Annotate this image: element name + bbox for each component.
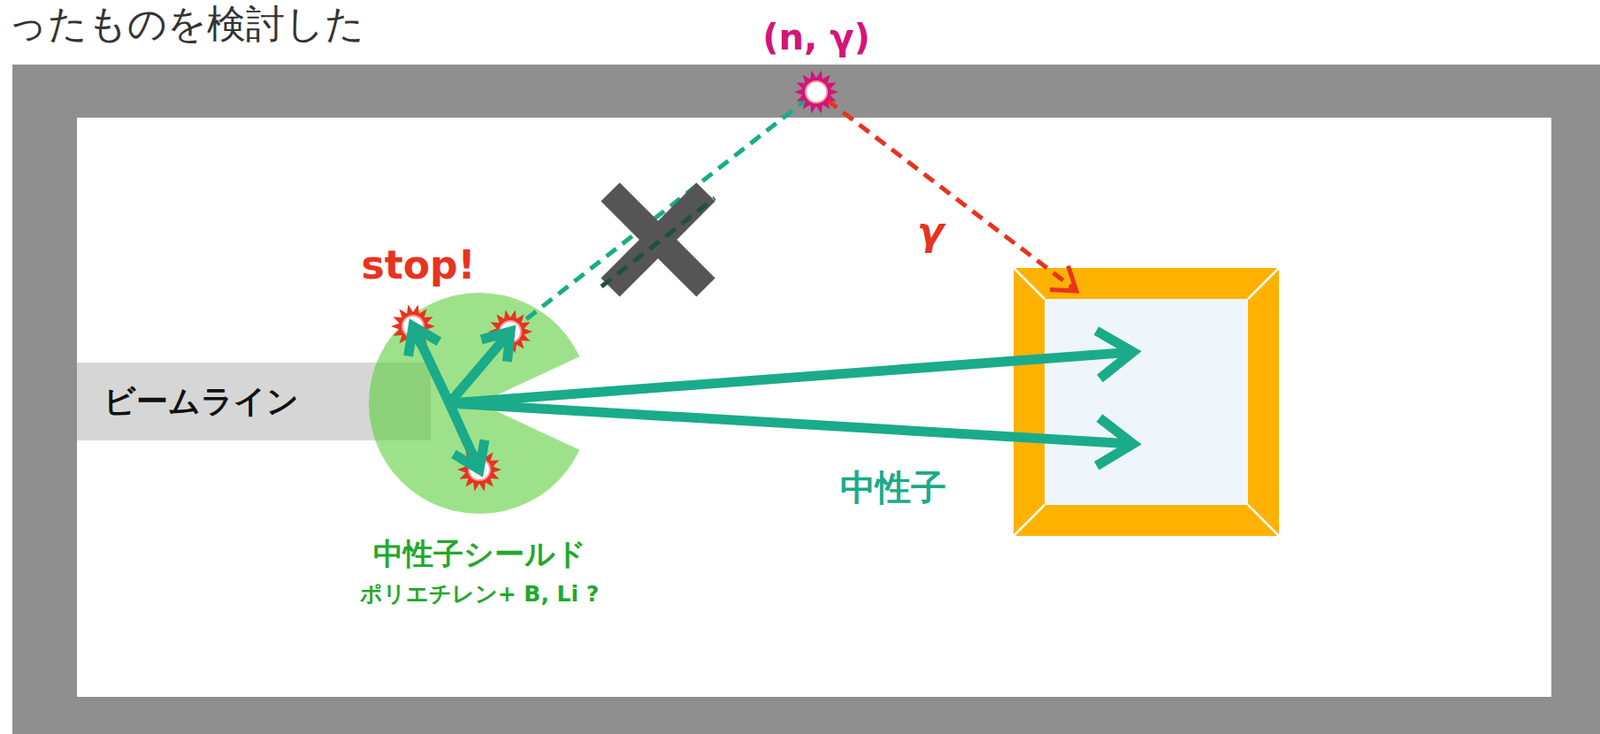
room-wall bbox=[12, 64, 1600, 734]
stop-star bbox=[488, 310, 533, 354]
slide-text: ったものを検討した bbox=[7, 1, 365, 47]
neutron-arrow bbox=[449, 403, 1134, 467]
capture-star bbox=[794, 70, 839, 115]
scatter-arrow bbox=[449, 403, 485, 470]
scatter-arrow bbox=[449, 331, 511, 404]
stop-label: stop! bbox=[360, 243, 475, 289]
shield-title: 中性子シールド bbox=[373, 536, 587, 572]
shield-shape bbox=[302, 292, 657, 514]
stop-star bbox=[390, 305, 436, 349]
neutron-arrow bbox=[449, 330, 1134, 404]
gamma-label: γ bbox=[917, 209, 944, 255]
shield-material: ポリエチレン+ B, Li ? bbox=[359, 581, 600, 608]
blocked-neutron-path bbox=[510, 100, 805, 332]
stop-star bbox=[457, 448, 502, 492]
detector-symbol bbox=[1013, 267, 1279, 536]
gamma-ray-path bbox=[826, 99, 1077, 291]
blocked-mark bbox=[601, 191, 715, 288]
neutron-shield: 中性子シールドポリエチレン+ B, Li ? bbox=[302, 292, 657, 638]
band-label: ビームライン bbox=[103, 382, 299, 420]
neutron-label: 中性子 bbox=[840, 466, 947, 508]
room-floor bbox=[76, 117, 1552, 697]
reaction-label: (n, γ) bbox=[762, 16, 870, 58]
scatter-arrow bbox=[408, 326, 450, 404]
